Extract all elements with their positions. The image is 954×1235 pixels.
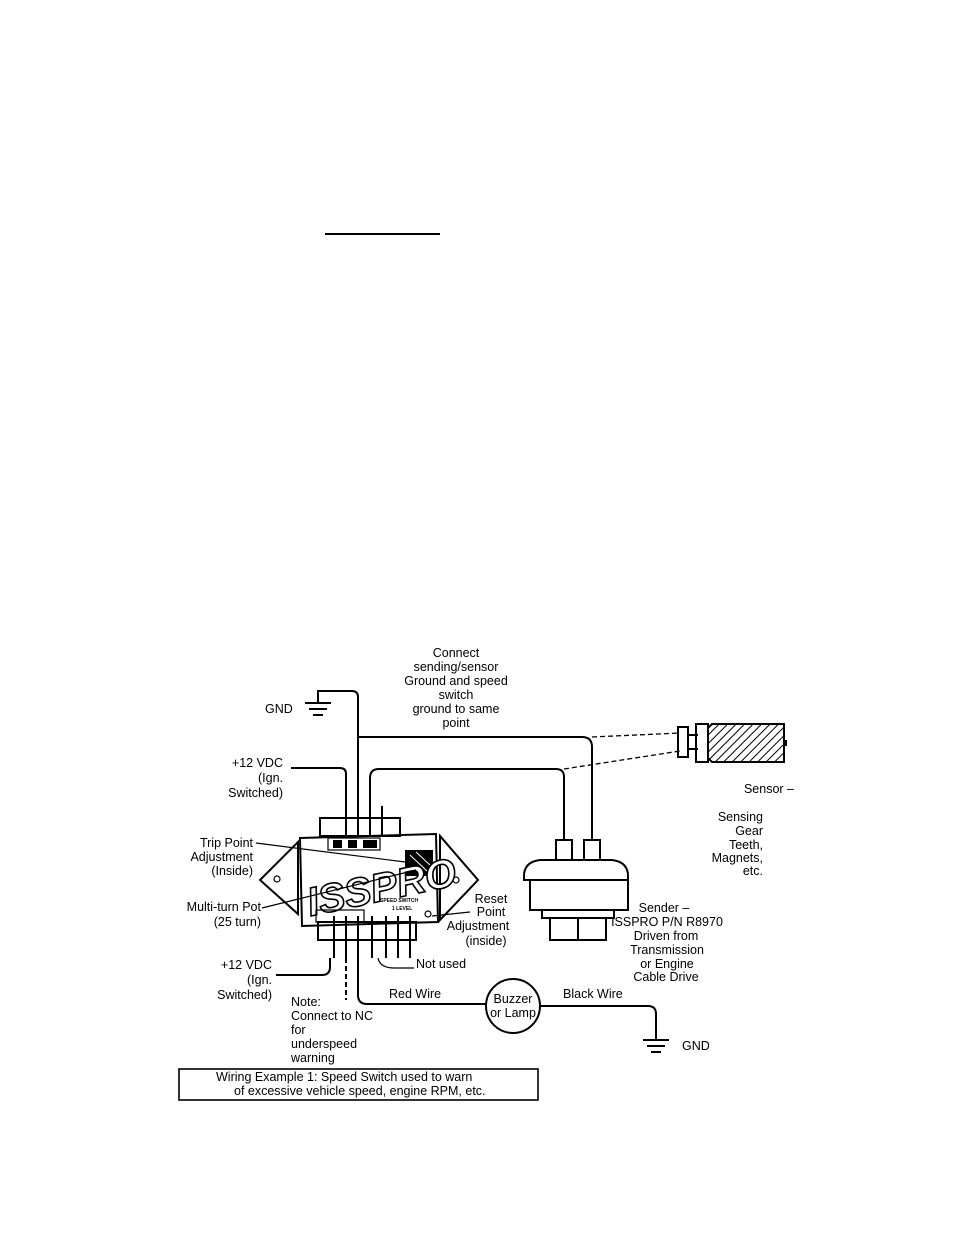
svg-text:Ground and speed: Ground and speed [404, 674, 508, 688]
svg-text:Note:: Note: [291, 995, 321, 1009]
svg-text:Cable Drive: Cable Drive [633, 970, 698, 984]
svg-text:Sensor –: Sensor – [744, 782, 794, 796]
svg-text:or Engine: or Engine [640, 957, 694, 971]
buzzer-lamp [485, 978, 541, 1034]
reset-leader [431, 911, 471, 917]
label-multiturn: Multi-turn Pot (25 turn) [187, 900, 262, 929]
caption-line-2: of excessive vehicle speed, engine RPM, … [234, 1084, 486, 1098]
svg-text:Connect: Connect [433, 646, 480, 660]
svg-text:(Ign.: (Ign. [258, 771, 283, 785]
ground-symbol-bottom [643, 1039, 669, 1053]
sensor [677, 723, 787, 763]
svg-text:(Ign.: (Ign. [247, 973, 272, 987]
svg-text:switch: switch [439, 688, 474, 702]
svg-text:+12 VDC: +12 VDC [221, 958, 272, 972]
power-wire-top [291, 767, 347, 818]
trip-leader [255, 842, 406, 863]
svg-text:Trip Point: Trip Point [200, 836, 254, 850]
svg-text:Driven from: Driven from [634, 929, 699, 943]
label-sensor: Sensor – Sensing Gear Teeth, Magnets, et… [712, 782, 794, 878]
sender [523, 839, 629, 941]
svg-text:underspeed: underspeed [291, 1037, 357, 1051]
signal-wire [369, 768, 565, 840]
svg-text:sending/sensor: sending/sensor [414, 660, 499, 674]
svg-text:Gear: Gear [735, 824, 763, 838]
svg-text:Transmission: Transmission [630, 943, 704, 957]
power-wire-bottom [276, 958, 331, 976]
svg-text:Teeth,: Teeth, [729, 838, 763, 852]
svg-text:Sensing: Sensing [718, 810, 763, 824]
svg-text:(inside): (inside) [466, 934, 507, 948]
svg-text:Adjustment: Adjustment [447, 919, 510, 933]
svg-text:Multi-turn Pot: Multi-turn Pot [187, 900, 262, 914]
svg-text:Sender –: Sender – [639, 901, 690, 915]
label-plus12-top: +12 VDC (Ign. Switched) [228, 756, 283, 800]
label-black-wire: Black Wire [563, 987, 623, 1001]
label-note: Note: Connect to NC for underspeed warni… [290, 995, 373, 1065]
label-trip-point: Trip Point Adjustment (Inside) [190, 836, 253, 878]
label-connect: Connect sending/sensor Ground and speed … [404, 646, 508, 730]
black-wire [540, 1005, 657, 1040]
multiturn-leader [261, 869, 417, 909]
not-used-lead [377, 957, 414, 969]
svg-text:(Inside): (Inside) [211, 864, 253, 878]
svg-text:for: for [291, 1023, 306, 1037]
label-gnd-top: GND [265, 702, 293, 716]
module-text-2: 1 LEVEL [392, 906, 412, 912]
label-not-used: Not used [416, 957, 466, 971]
label-reset-point: Reset Point Adjustment (inside) [447, 892, 510, 948]
svg-text:ground to same: ground to same [413, 702, 500, 716]
caption-line-1: Wiring Example 1: Speed Switch used to w… [216, 1070, 472, 1084]
module-text-1: SPEED SWITCH [380, 898, 418, 904]
svg-text:+12 VDC: +12 VDC [232, 756, 283, 770]
svg-text:or Lamp: or Lamp [490, 1006, 536, 1020]
svg-text:Switched): Switched) [217, 988, 272, 1002]
svg-text:etc.: etc. [743, 864, 763, 878]
svg-text:(25 turn): (25 turn) [214, 915, 261, 929]
sensor-lead-2 [563, 750, 681, 770]
svg-text:Adjustment: Adjustment [190, 850, 253, 864]
svg-text:ISSPRO P/N R8970: ISSPRO P/N R8970 [611, 915, 723, 929]
module-logo: ISSPRO [303, 850, 460, 924]
label-red-wire: Red Wire [389, 987, 441, 1001]
label-sender: Sender – ISSPRO P/N R8970 Driven from Tr… [611, 901, 723, 984]
svg-text:Reset: Reset [475, 892, 508, 906]
red-wire [357, 958, 486, 1005]
ground-wire [317, 690, 359, 818]
svg-text:warning: warning [290, 1051, 335, 1065]
svg-text:point: point [442, 716, 470, 730]
label-gnd-bottom: GND [682, 1039, 710, 1053]
label-plus12-bottom: +12 VDC (Ign. Switched) [217, 958, 272, 1002]
caption-box: Wiring Example 1: Speed Switch used to w… [178, 1068, 539, 1101]
svg-text:Point: Point [477, 905, 506, 919]
ground-tie-wire [358, 736, 593, 840]
svg-text:Buzzer: Buzzer [494, 992, 533, 1006]
ground-symbol-top [305, 702, 331, 716]
svg-text:Connect to NC: Connect to NC [291, 1009, 373, 1023]
sensor-lead-1 [591, 732, 681, 738]
svg-text:Magnets,: Magnets, [712, 851, 763, 865]
svg-text:Switched): Switched) [228, 786, 283, 800]
label-buzzer: Buzzer or Lamp [490, 992, 536, 1020]
